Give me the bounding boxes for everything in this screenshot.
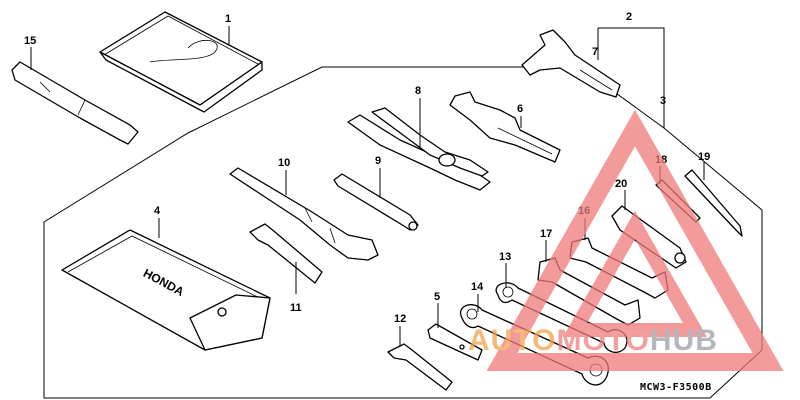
callout-15: 15	[24, 35, 36, 47]
handle-extension	[11, 61, 139, 145]
hex-key	[249, 223, 323, 284]
callout-1: 1	[225, 13, 231, 25]
callout-17: 17	[540, 228, 552, 240]
screwdriver-shaft	[333, 173, 419, 231]
callout-13: 13	[499, 251, 511, 263]
callout-19: 19	[698, 151, 710, 163]
watermark-triangle-inner	[562, 210, 708, 337]
callout-4: 4	[154, 205, 161, 217]
pliers	[347, 107, 491, 191]
hook-spanner-wrench	[449, 91, 561, 163]
toolkit-frame	[43, 66, 763, 399]
callout-10: 10	[278, 157, 290, 169]
watermark-text: AUTOMOTOHUB	[468, 324, 718, 357]
callout-7: 7	[592, 46, 598, 58]
callout-9: 9	[375, 155, 381, 167]
flat-screwdriver	[427, 323, 483, 361]
spark-plug-wrench	[229, 167, 379, 261]
diagram-code: MCW3-F3500B	[640, 382, 712, 393]
pin-spanner-wrench	[521, 29, 621, 98]
tool-bag: HONDA	[61, 229, 271, 351]
watermark-triangle-outer	[486, 109, 784, 371]
callout-20: 20	[615, 178, 627, 190]
hex-key-small	[387, 343, 453, 391]
callout-14: 14	[471, 281, 484, 293]
callout-3: 3	[660, 95, 666, 107]
callout-2: 2	[626, 11, 632, 23]
owners-manual-pouch	[99, 11, 263, 113]
callout-11: 11	[290, 302, 302, 314]
callout-6: 6	[517, 103, 523, 115]
callout-8: 8	[415, 85, 421, 97]
callout-12: 12	[394, 313, 406, 325]
watermark-logo: AUTOMOTOHUB	[468, 109, 784, 371]
callout-5: 5	[434, 291, 440, 303]
screwdriver-bit-19	[684, 169, 743, 237]
